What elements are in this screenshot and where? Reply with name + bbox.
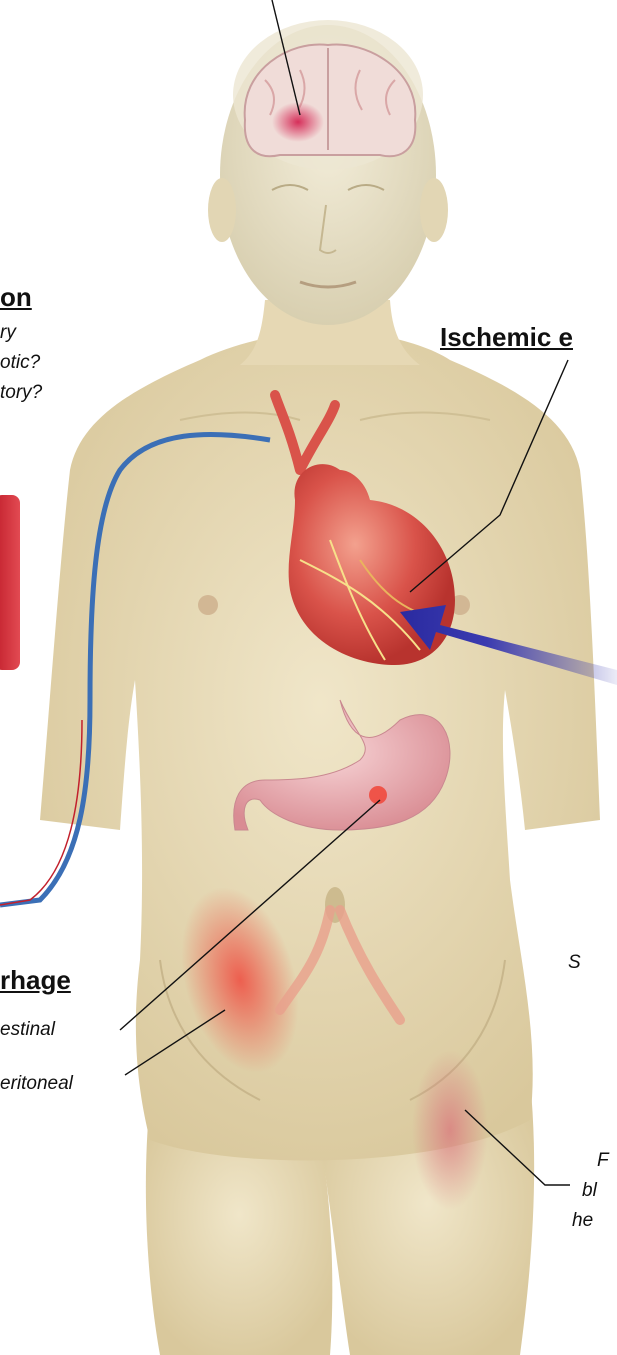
body-figure [40,20,600,1355]
left-item-intestinal: estinal [0,1019,55,1041]
right-fragment-s: S [568,952,581,974]
right-heading: Ischemic e [440,322,573,353]
femoral-hematoma [412,1050,488,1210]
right-fragment-he: he [572,1210,593,1232]
blood-bag [0,495,20,670]
right-fragment-bl: bl [582,1180,597,1202]
left-heading-1-line-1: ry [0,322,16,344]
left-heading-1-line-2: otic? [0,352,40,374]
right-fragment-f: F [597,1150,609,1172]
left-heading-1: on [0,282,32,313]
left-item-retroperitoneal: eritoneal [0,1073,73,1095]
left-heading-1-line-3: tory? [0,382,42,404]
left-heading-2: rhage [0,965,71,996]
